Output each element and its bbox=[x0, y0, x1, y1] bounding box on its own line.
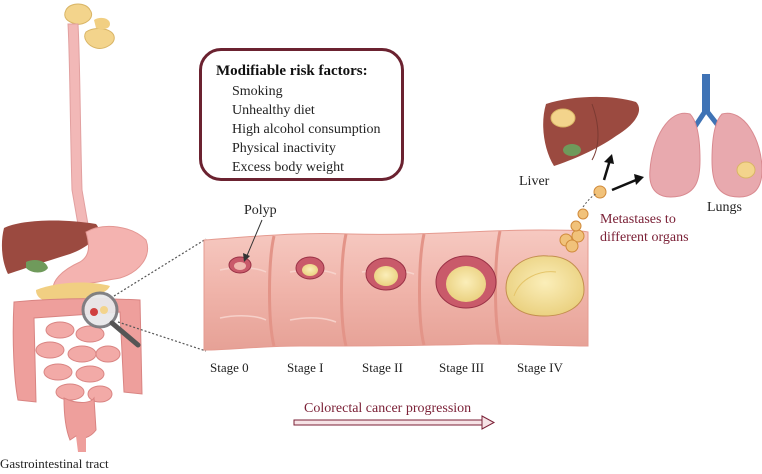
lungs-label: Lungs bbox=[707, 200, 742, 215]
metastases-label-line2: different organs bbox=[600, 230, 689, 245]
risk-factor-item: Excess body weight bbox=[232, 160, 344, 175]
colon-segment bbox=[203, 229, 589, 351]
lungs-organ bbox=[649, 74, 762, 198]
stage-label-1: Stage I bbox=[287, 360, 324, 375]
liver-label: Liver bbox=[519, 174, 550, 189]
stage-label-0: Stage 0 bbox=[210, 360, 249, 375]
polyp-pointer bbox=[245, 219, 263, 259]
stage-label-2: Stage II bbox=[362, 360, 403, 375]
gi-tract-figure bbox=[1, 3, 148, 452]
metastasis-cells bbox=[559, 185, 607, 253]
risk-factor-item: High alcohol consumption bbox=[232, 122, 381, 137]
metastases-label-line1: Metastases to bbox=[600, 212, 676, 227]
risk-factor-item: Smoking bbox=[232, 84, 283, 99]
liver-organ bbox=[543, 96, 640, 166]
progression-label: Colorectal cancer progression bbox=[304, 401, 472, 416]
progression-arrow bbox=[293, 415, 496, 430]
risk-factors-title: Modifiable risk factors: bbox=[216, 63, 368, 79]
risk-factors-box: Modifiable risk factors: Smoking Unhealt… bbox=[199, 48, 404, 181]
gi-tract-label: Gastrointestinal tract bbox=[0, 456, 109, 471]
risk-factor-item: Unhealthy diet bbox=[232, 103, 315, 118]
polyp-label: Polyp bbox=[244, 203, 277, 218]
risk-factors-list: Smoking Unhealthy diet High alcohol cons… bbox=[216, 82, 401, 177]
stage-label-4: Stage IV bbox=[517, 360, 563, 375]
risk-factor-item: Physical inactivity bbox=[232, 141, 336, 156]
zoom-line-bottom bbox=[117, 321, 207, 352]
stage-label-3: Stage III bbox=[439, 360, 485, 375]
